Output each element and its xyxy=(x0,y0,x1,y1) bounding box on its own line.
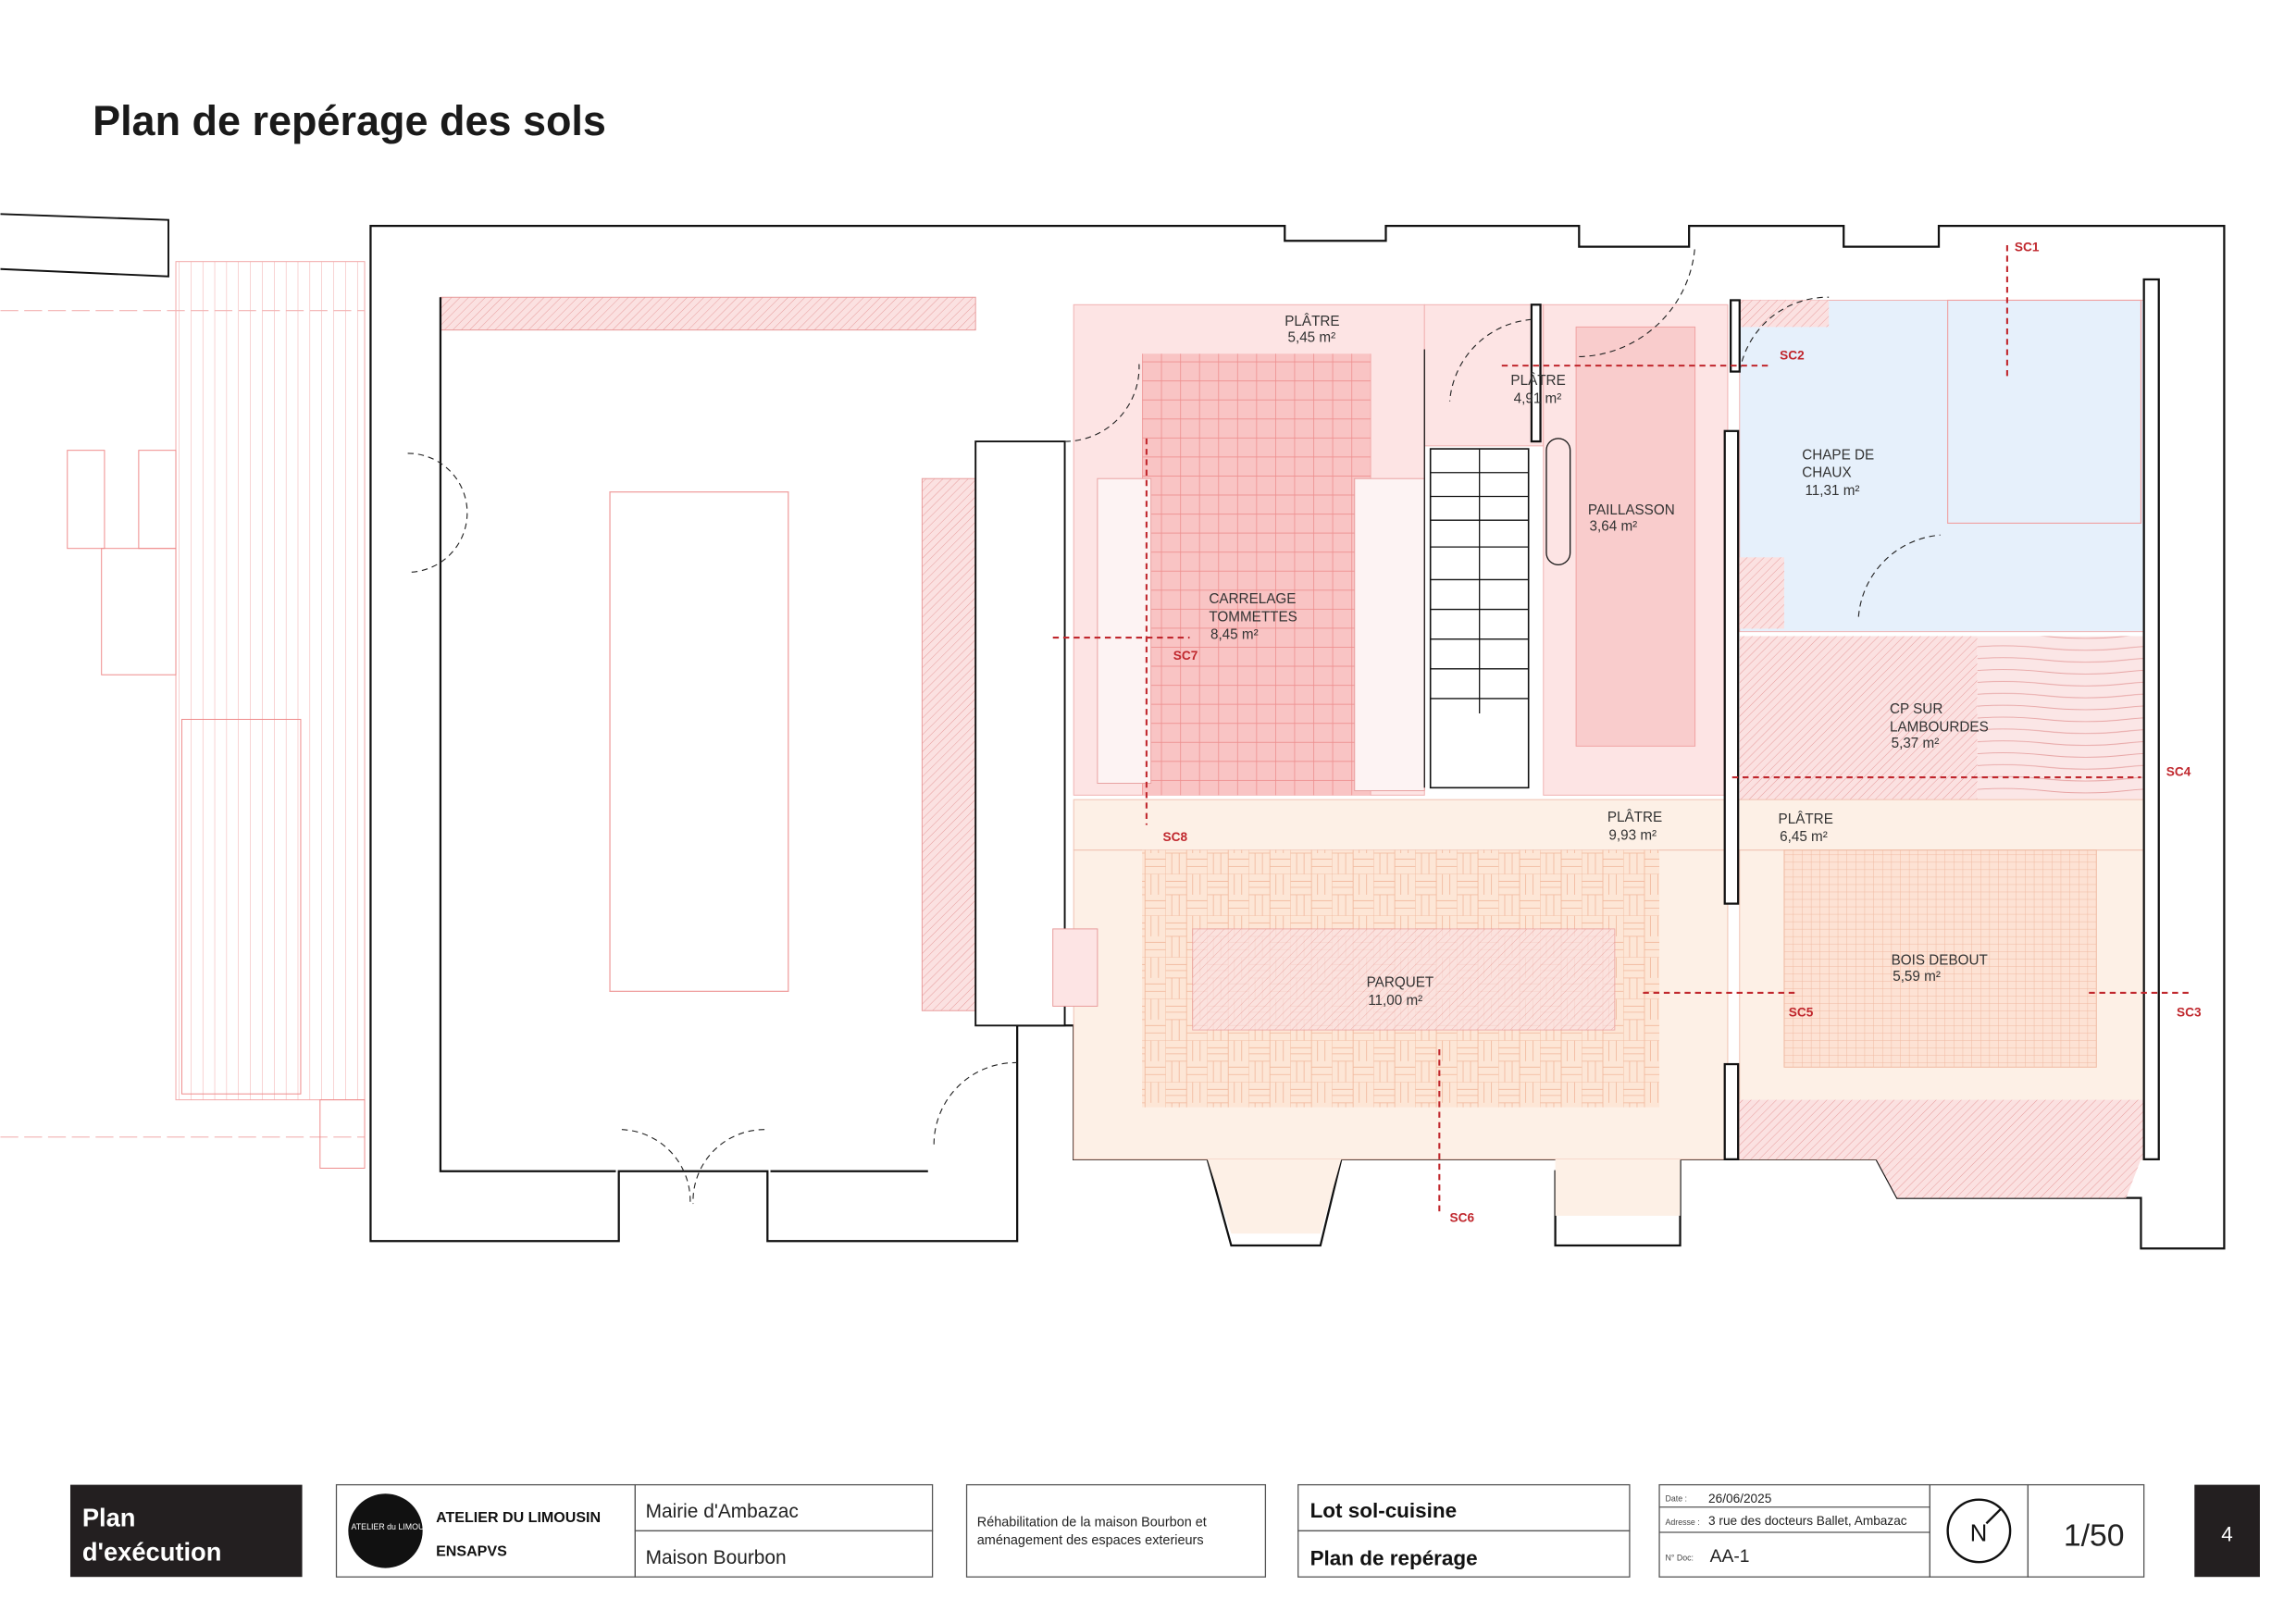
section-label-sc5: SC5 xyxy=(1789,1006,1814,1020)
room-name: BOIS DEBOUT xyxy=(1892,952,1988,968)
section-lines: SC1 SC2 SC3 SC4 SC5 SC6 SC7 SC8 xyxy=(1052,240,2202,1224)
zone-paillasson xyxy=(1575,326,1696,747)
room-name: PLÂTRE xyxy=(1779,812,1833,827)
room-area: 3,64 m² xyxy=(1590,518,1638,534)
zone-cp-lambourdes xyxy=(1977,636,2144,800)
room-name: CP SUR xyxy=(1890,701,1942,717)
phase-label: d'exécution xyxy=(82,1538,222,1567)
section-label-sc1: SC1 xyxy=(2015,240,2040,254)
address-label: Adresse : xyxy=(1665,1518,1699,1527)
room-name: CARRELAGE xyxy=(1209,591,1296,607)
org-name: ENSAPVS xyxy=(436,1543,507,1560)
room-name: CHAPE DE xyxy=(1802,447,1874,463)
floor-zones xyxy=(1052,299,2145,1234)
lot: Lot sol-cuisine xyxy=(1310,1499,1458,1522)
section-label-sc2: SC2 xyxy=(1780,349,1805,363)
address: 3 rue des docteurs Ballet, Ambazac xyxy=(1708,1514,1907,1528)
doc-number: AA-1 xyxy=(1710,1547,1750,1567)
page-number-box xyxy=(2194,1484,2260,1578)
plan-type: Plan de repérage xyxy=(1310,1546,1478,1569)
page-title: Plan de repérage des sols xyxy=(93,97,606,144)
room-area: 8,45 m² xyxy=(1210,627,1259,643)
section-label-sc6: SC6 xyxy=(1450,1210,1475,1224)
section-label-sc3: SC3 xyxy=(2177,1006,2202,1020)
zone-chape-de-chaux xyxy=(1739,299,2145,633)
room-area: 9,93 m² xyxy=(1608,828,1657,844)
door-swings xyxy=(407,244,1941,1205)
north-label: N xyxy=(1970,1521,1988,1547)
org-name: ATELIER DU LIMOUSIN xyxy=(436,1509,601,1526)
date-label: Date : xyxy=(1665,1493,1687,1503)
room-name: TOMMETTES xyxy=(1209,609,1297,625)
zone-platre-hall xyxy=(1073,799,2145,851)
date: 26/06/2025 xyxy=(1708,1492,1772,1505)
logo-text: ATELIER du LIMOUSIN xyxy=(352,1522,439,1531)
room-name: PLÂTRE xyxy=(1510,373,1565,389)
room-area: 4,91 m² xyxy=(1514,390,1562,406)
phase-label: Plan xyxy=(82,1504,136,1532)
room-name: LAMBOURDES xyxy=(1890,719,1989,735)
description: Réhabilitation de la maison Bourbon et xyxy=(977,1516,1207,1530)
room-name: PAILLASSON xyxy=(1588,502,1675,518)
room-area: 11,00 m² xyxy=(1368,993,1422,1009)
zone-bois-debout xyxy=(1783,849,2097,1068)
table-outline xyxy=(609,491,789,992)
section-label-sc7: SC7 xyxy=(1173,649,1198,663)
exterior-terrace xyxy=(0,213,366,1169)
room-labels: PLÂTRE 5,45 m² PLÂTRE 4,91 m² PAILLASSON… xyxy=(1209,314,1988,1009)
doc-label: N° Doc: xyxy=(1665,1554,1694,1563)
room-area: 5,37 m² xyxy=(1892,736,1940,751)
room-area: 6,45 m² xyxy=(1780,829,1828,845)
dining-table xyxy=(1192,928,1616,1031)
section-label-sc4: SC4 xyxy=(2166,764,2191,778)
room-name: PLÂTRE xyxy=(1607,810,1662,825)
zone-cp-hatch xyxy=(1739,636,1978,800)
scale: 1/50 xyxy=(2064,1518,2125,1553)
room-area: 5,59 m² xyxy=(1893,969,1941,985)
north-arrow-icon xyxy=(1946,1498,2012,1564)
client: Mairie d'Ambazac xyxy=(646,1501,799,1522)
room-area: 11,31 m² xyxy=(1805,483,1859,499)
page-number: 4 xyxy=(2221,1523,2233,1546)
interior-walls xyxy=(1423,278,2160,1160)
phase-box xyxy=(69,1484,303,1578)
zone-carrelage-tommettes xyxy=(1142,353,1371,796)
title-block: Plan d'exécution ATELIER du LIMOUSIN ATE… xyxy=(69,1483,2260,1578)
room-area: 5,45 m² xyxy=(1287,329,1335,345)
room-name: PARQUET xyxy=(1367,975,1434,991)
description: aménagement des espaces exterieurs xyxy=(977,1533,1204,1548)
section-label-sc8: SC8 xyxy=(1163,830,1188,844)
project: Maison Bourbon xyxy=(646,1547,787,1568)
atelier-logo xyxy=(348,1493,423,1568)
room-name: PLÂTRE xyxy=(1285,314,1339,329)
room-name: CHAUX xyxy=(1802,465,1851,481)
